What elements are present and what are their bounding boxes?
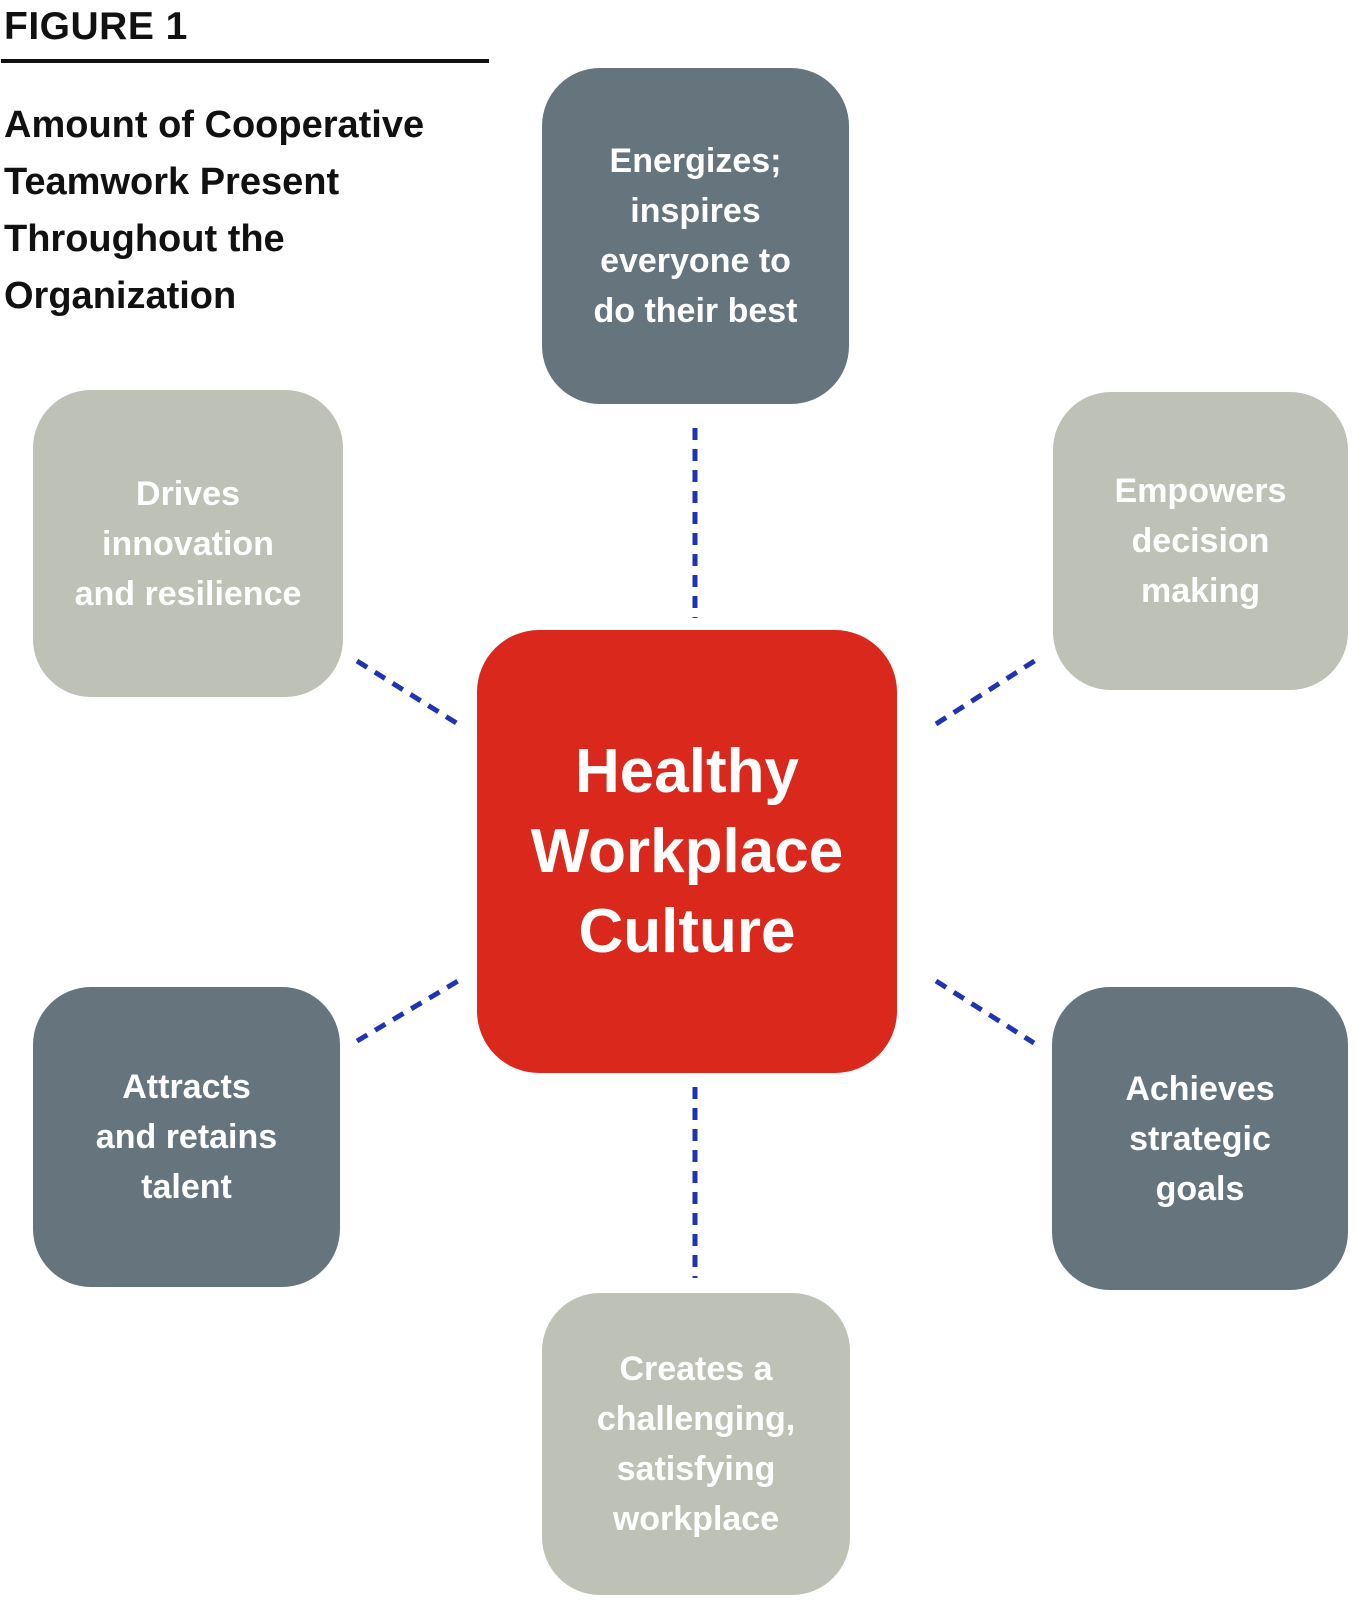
connector-lower-right xyxy=(934,978,1036,1046)
connector-upper-left xyxy=(355,658,460,727)
node-empowers: Empowers decision making xyxy=(1053,392,1348,690)
node-drives: Drives innovation and resilience xyxy=(33,390,343,697)
node-achieves: Achieves strategic goals xyxy=(1052,987,1348,1290)
node-drives-label: Drives innovation and resilience xyxy=(74,474,302,613)
node-energizes-label: Energizes; inspires everyone to do their… xyxy=(593,142,798,330)
figure-label: FIGURE 1 xyxy=(4,5,188,48)
node-creates: Creates a challenging, satisfying workpl… xyxy=(542,1293,850,1595)
figure-rule-divider xyxy=(1,59,489,63)
node-achieves-label: Achieves strategic goals xyxy=(1125,1069,1275,1208)
node-empowers-label: Empowers decision making xyxy=(1114,472,1287,610)
figure-title: Amount of Cooperative Teamwork Present T… xyxy=(4,104,425,317)
node-creates-label: Creates a challenging, satisfying workpl… xyxy=(596,1350,796,1538)
node-healthy-workplace-culture: Healthy Workplace Culture xyxy=(477,630,897,1073)
node-attracts: Attracts and retains talent xyxy=(33,987,340,1287)
node-attracts-label: Attracts and retains talent xyxy=(95,1068,278,1206)
center-node-label: Healthy Workplace Culture xyxy=(530,736,844,966)
connector-lower-left xyxy=(355,978,460,1044)
connector-upper-right xyxy=(934,657,1038,727)
node-energizes: Energizes; inspires everyone to do their… xyxy=(542,68,849,404)
